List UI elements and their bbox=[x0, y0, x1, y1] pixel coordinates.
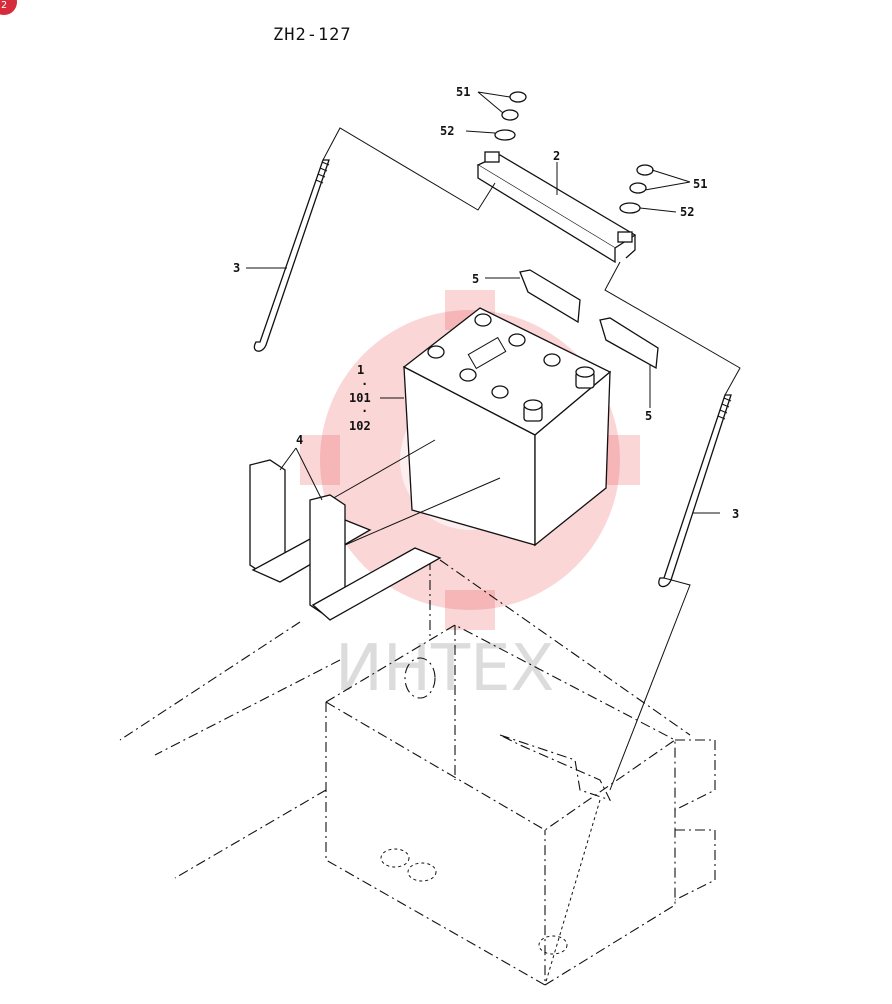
j-bolt-rod-left bbox=[253, 159, 330, 352]
battery-cell-caps bbox=[427, 313, 561, 399]
pad-right bbox=[599, 317, 659, 370]
hold-down-clamp bbox=[476, 151, 637, 264]
callout-washer-left: 52 bbox=[440, 124, 454, 138]
nut-washer-left bbox=[494, 91, 527, 141]
callout-pad-right: 5 bbox=[645, 409, 652, 423]
callout-washer-right: 52 bbox=[680, 205, 694, 219]
spacer-right bbox=[309, 494, 442, 621]
callout-rod-right: 3 bbox=[732, 507, 739, 521]
callout-battery-alt-2: 102 bbox=[349, 419, 371, 433]
battery bbox=[329, 307, 612, 547]
corner-badge: 2 bbox=[0, 0, 17, 15]
callout-battery-main: 1 bbox=[357, 363, 364, 377]
nut-washer-right bbox=[619, 164, 654, 214]
callout-pad-left: 5 bbox=[472, 272, 479, 286]
callout-nut-right: 51 bbox=[693, 177, 707, 191]
pad-left bbox=[519, 269, 581, 324]
callout-battery-alt-1: 101 bbox=[349, 391, 371, 405]
svg-text:·: · bbox=[361, 404, 368, 418]
callout-clamp: 2 bbox=[553, 149, 560, 163]
svg-text:·: · bbox=[361, 377, 368, 391]
watermark-text: ИНТЕХ bbox=[335, 632, 554, 706]
corner-badge-text: 2 bbox=[1, 0, 7, 11]
battery-tray bbox=[119, 559, 716, 986]
callout-leaders bbox=[246, 91, 720, 514]
callout-spacer: 4 bbox=[296, 433, 303, 447]
j-bolt-rod-right bbox=[658, 394, 732, 588]
drawing-code: ZH2-127 bbox=[273, 25, 352, 45]
callout-rod-left: 3 bbox=[233, 261, 240, 275]
callout-nut-left: 51 bbox=[456, 85, 470, 99]
battery-terminal-icon bbox=[523, 366, 595, 422]
